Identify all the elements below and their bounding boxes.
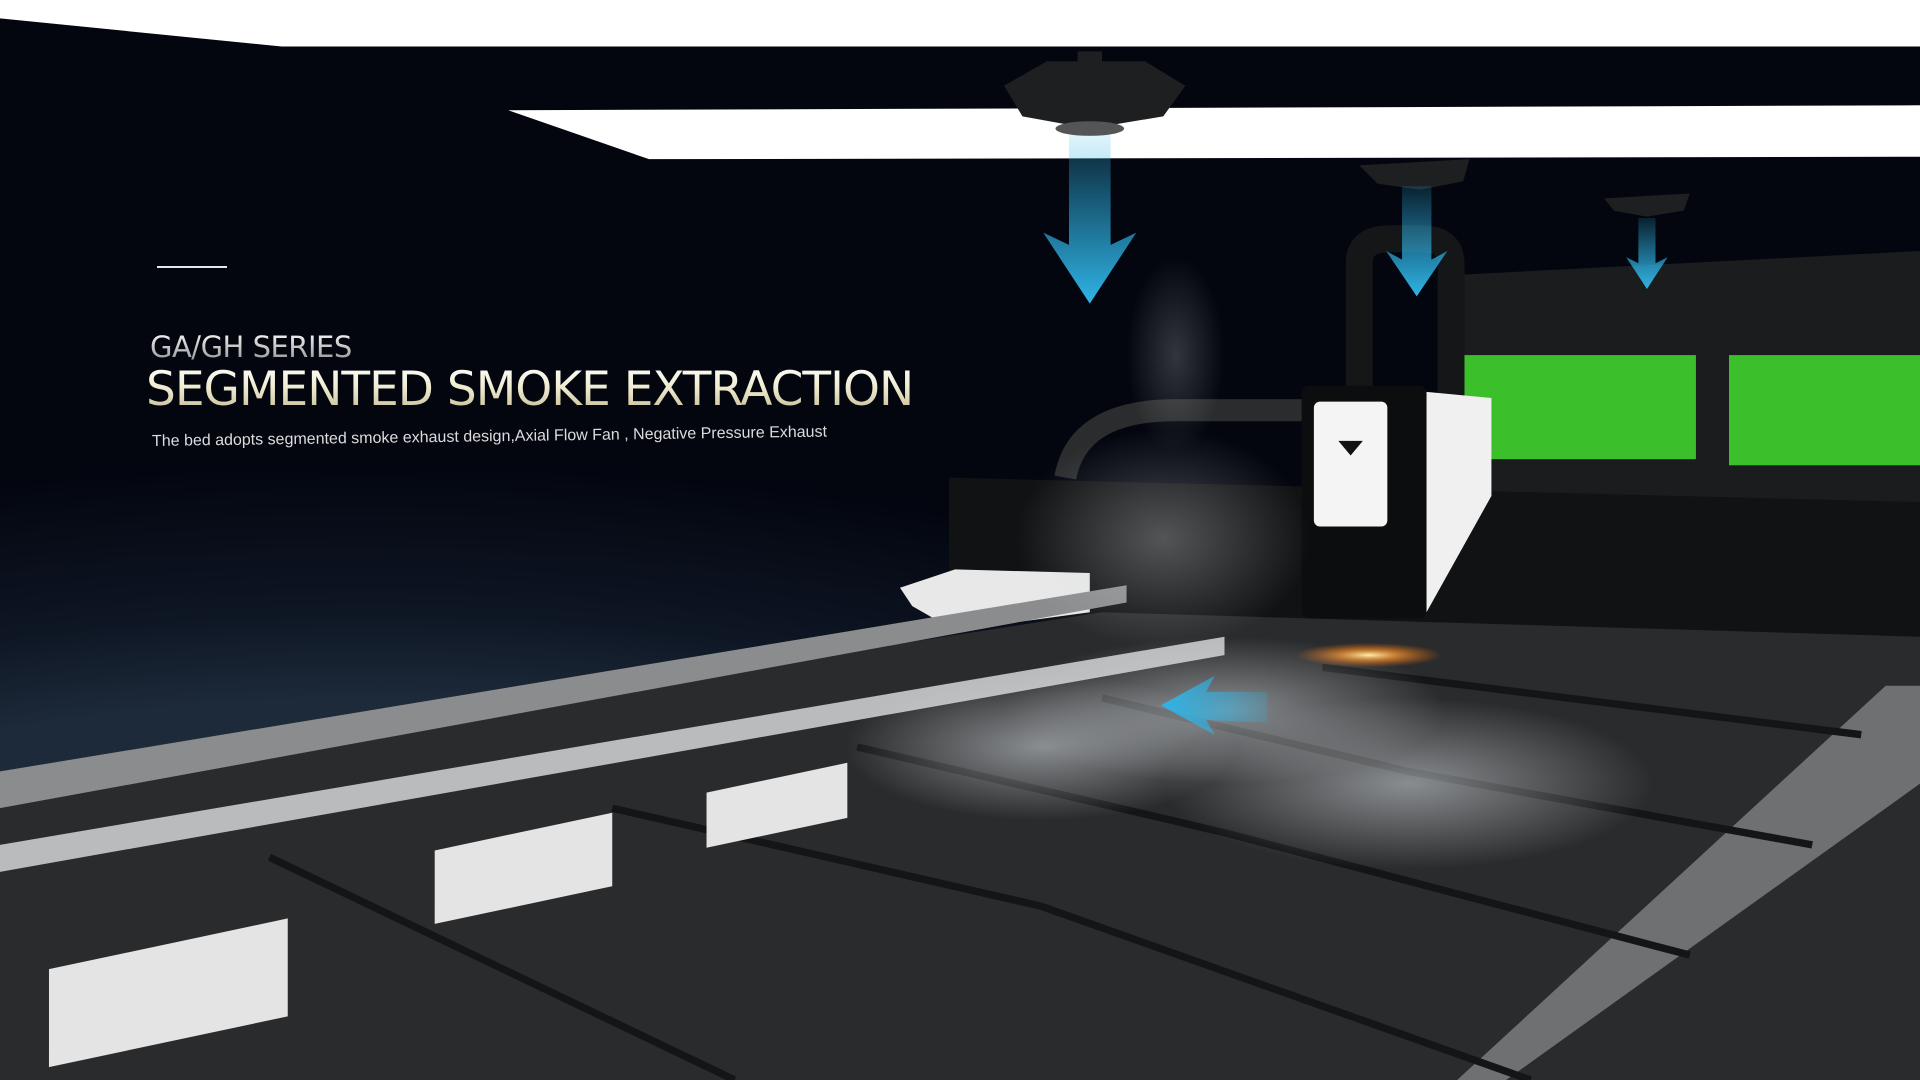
ceiling-bar: [508, 105, 1920, 160]
series-label: GA/GH SERIES: [150, 330, 352, 364]
hero-title: SEGMENTED SMOKE EXTRACTION: [146, 362, 914, 417]
ceiling-top: [0, 0, 1920, 47]
airflow-down-arrow-icon: [1626, 217, 1668, 289]
axial-fan-icon: [1604, 193, 1690, 217]
accent-line: [157, 266, 227, 268]
side-rail: [0, 585, 1127, 809]
right-rail: [1457, 685, 1920, 1080]
head-side: [1426, 391, 1492, 613]
green-window: [1451, 355, 1696, 460]
airflow-left-arrow-icon: [1160, 675, 1268, 735]
axial-fan-icon: [1004, 51, 1186, 136]
green-window: [1728, 355, 1920, 466]
airflow-down-arrow-icon: [1386, 186, 1448, 297]
exhaust-grilles: [48, 762, 848, 1068]
head-triangle-icon: [1338, 440, 1363, 456]
airflow-down-arrow-icon: [1043, 134, 1137, 304]
head-panel: [1313, 401, 1388, 527]
axial-fan-icon: [1359, 159, 1470, 190]
